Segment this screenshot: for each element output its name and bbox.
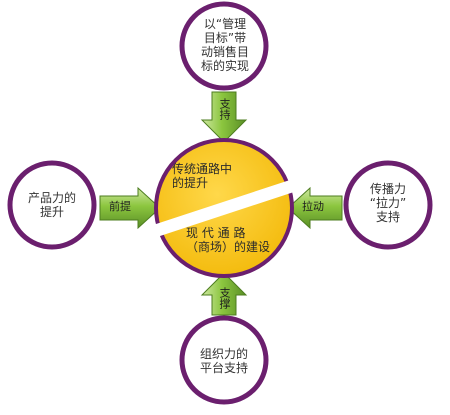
node-text-top: 以“管理 目标”带 动销售目 标的实现 bbox=[200, 17, 249, 73]
arrow-right bbox=[287, 186, 343, 230]
center-divider bbox=[150, 178, 300, 238]
arrow-bottom bbox=[200, 272, 248, 316]
node-text-bottom: 组织力的 平台支持 bbox=[199, 347, 248, 375]
center-text-top: 传统通路中 的提升 bbox=[172, 162, 233, 190]
node-circle-right bbox=[343, 160, 433, 250]
node-text-right: 传播力 “拉力” 支持 bbox=[369, 182, 407, 224]
node-text-left: 产品力的 提升 bbox=[27, 191, 76, 219]
node-circle-bottom bbox=[179, 315, 269, 405]
arrow-left bbox=[99, 186, 161, 230]
arrow-label-bottom: 支撑 bbox=[218, 287, 231, 309]
node-circle-top bbox=[179, 1, 269, 91]
node-circle-left bbox=[7, 160, 97, 250]
arrow-top bbox=[200, 91, 248, 143]
arrow-label-right: 拉动 bbox=[302, 200, 324, 213]
arrow-label-top: 支持 bbox=[218, 98, 231, 120]
arrow-label-left: 前提 bbox=[109, 200, 131, 213]
center-text-bottom: 现 代 通 路 （商场）的建设 bbox=[186, 226, 271, 254]
